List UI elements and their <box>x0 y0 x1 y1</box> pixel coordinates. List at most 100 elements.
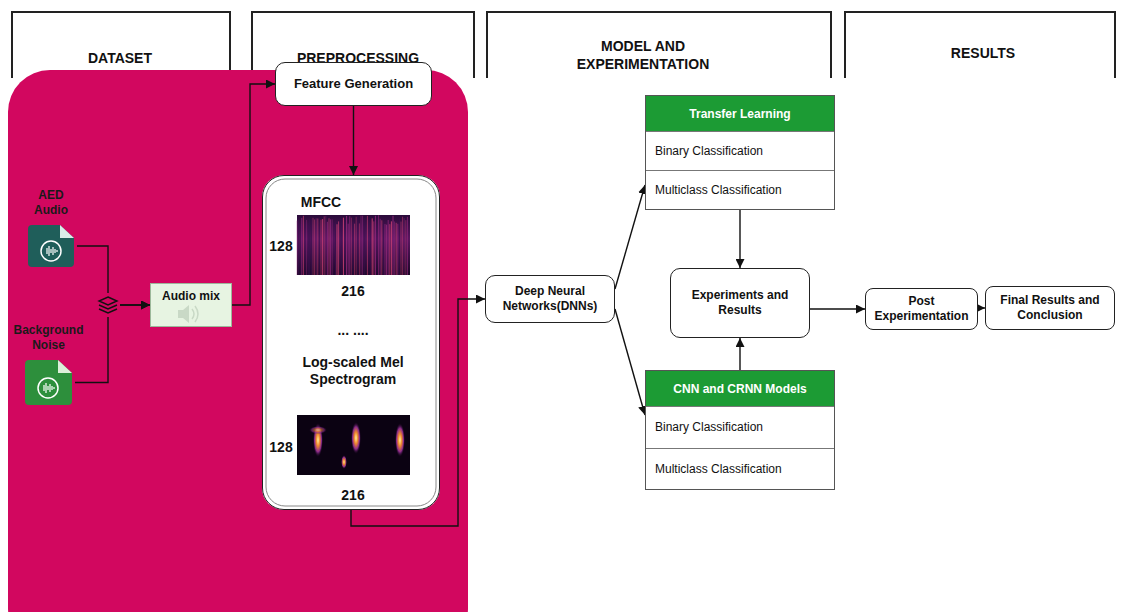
graphic-part <box>99 305 117 309</box>
file-icon <box>28 225 74 267</box>
graphic-part <box>321 220 322 275</box>
graphic-part <box>365 217 366 275</box>
graphic-part <box>395 423 405 457</box>
mfcc-texture <box>297 215 407 275</box>
graphic-part <box>343 218 344 275</box>
graphic-part <box>394 222 395 275</box>
connector-arrow <box>810 308 865 309</box>
icon-heading: Background Noise <box>4 323 94 352</box>
graphic-part <box>309 426 327 434</box>
process-box: Experiments and Results <box>670 268 810 338</box>
graphic-part <box>393 216 394 275</box>
graphic-part <box>378 215 379 275</box>
connector-arrow <box>978 307 985 308</box>
graphic-part <box>316 218 317 275</box>
speaker-icon <box>178 305 198 323</box>
graphic-part <box>38 378 58 398</box>
graphic-part <box>58 360 72 373</box>
section-heading: DATASET <box>40 50 200 68</box>
graphic-part <box>340 218 341 275</box>
graphic-part <box>332 219 333 275</box>
panel-text: ... .... <box>313 322 393 339</box>
row-label: Multiclass Classification <box>655 183 782 197</box>
feature-panel: MFCC128216... ....Log-scaled Mel Spectro… <box>262 175 440 510</box>
icon-heading-wrap: AED Audio <box>20 188 82 217</box>
graphic-part <box>28 225 74 267</box>
mel-image <box>297 415 410 475</box>
mix-box: Audio mix <box>150 283 232 327</box>
process-box: Deep Neural Networks(DNNs) <box>485 275 615 323</box>
section-heading-wrap: DATASET <box>40 50 200 68</box>
graphic-part <box>364 218 365 275</box>
connector-arrow <box>739 210 740 268</box>
audio-file-icon: AED Audio <box>28 225 74 267</box>
connector-arrow <box>353 106 354 175</box>
graphic-part <box>370 223 371 275</box>
graphic-part <box>404 218 405 275</box>
audio-file-icon: Background Noise <box>25 360 72 405</box>
panel-text-wrap: ... .... <box>313 322 393 339</box>
graphic-part <box>314 219 315 275</box>
graphic-part <box>351 218 352 275</box>
row-label: Binary Classification <box>655 420 763 434</box>
node-label: Final Results and Conclusion <box>992 293 1108 323</box>
panel-text-wrap: 216 <box>323 283 383 300</box>
graphic-part <box>337 224 338 275</box>
graphic-part <box>335 223 336 275</box>
section-heading-wrap: RESULTS <box>908 45 1058 63</box>
graphic-part <box>308 224 309 275</box>
panel-text: 216 <box>323 487 383 504</box>
connector-arrow <box>615 309 645 415</box>
panel-text: 128 <box>264 439 298 456</box>
graphic-part <box>327 222 328 275</box>
graphic-part <box>354 224 355 275</box>
graphic-part <box>399 219 400 275</box>
graphic-part <box>341 455 347 469</box>
graphic-part <box>324 216 325 275</box>
file-icon <box>25 360 72 405</box>
graphic-part <box>309 219 310 275</box>
process-box: Final Results and Conclusion <box>985 286 1115 330</box>
graphic-part <box>99 309 117 313</box>
graphic-part <box>383 224 384 275</box>
panel-text-wrap: 216 <box>323 487 383 504</box>
graphic-part <box>300 224 301 275</box>
graphic-part <box>389 224 390 275</box>
graphic-part <box>380 219 381 275</box>
connector-arrow <box>232 84 275 305</box>
section-heading: MODEL AND EXPERIMENTATION <box>568 38 718 73</box>
section-brackets <box>12 12 1115 78</box>
graphic-part <box>845 12 1115 78</box>
graphic-part <box>195 306 198 322</box>
row-label: Binary Classification <box>655 144 763 158</box>
panel-text-wrap: Log-scaled Mel Spectrogram <box>273 354 433 388</box>
graphic-part <box>306 220 307 275</box>
node-label: Audio mix <box>162 289 220 303</box>
graphic-part <box>402 217 403 275</box>
graphic-part <box>388 220 389 275</box>
header-label: CNN and CRNN Models <box>673 382 806 396</box>
header-label: Transfer Learning <box>689 107 790 121</box>
graphic-part <box>373 221 374 275</box>
feature-panel-fill <box>262 175 440 510</box>
table-row: Binary Classification <box>646 131 834 170</box>
graphic-part <box>381 220 382 275</box>
graphic-part <box>178 305 189 323</box>
mel-blobs <box>309 422 405 469</box>
graphic-part <box>375 216 376 275</box>
process-box: Post Experimentation <box>865 288 978 330</box>
model-box: Transfer LearningBinary ClassificationMu… <box>645 95 835 210</box>
table-row: Multiclass Classification <box>646 170 834 209</box>
graphic-part <box>345 219 346 275</box>
graphic-part <box>338 221 339 275</box>
table-header: CNN and CRNN Models <box>646 371 834 406</box>
graphic-part <box>319 224 320 275</box>
node-label: Experiments and Results <box>677 288 803 318</box>
graphic-part <box>325 216 326 275</box>
graphic-part <box>317 219 318 275</box>
node-label: Deep Neural Networks(DNNs) <box>492 284 608 314</box>
graphic-part <box>396 223 397 275</box>
graphic-part <box>25 360 72 405</box>
graphic-part <box>41 241 61 261</box>
